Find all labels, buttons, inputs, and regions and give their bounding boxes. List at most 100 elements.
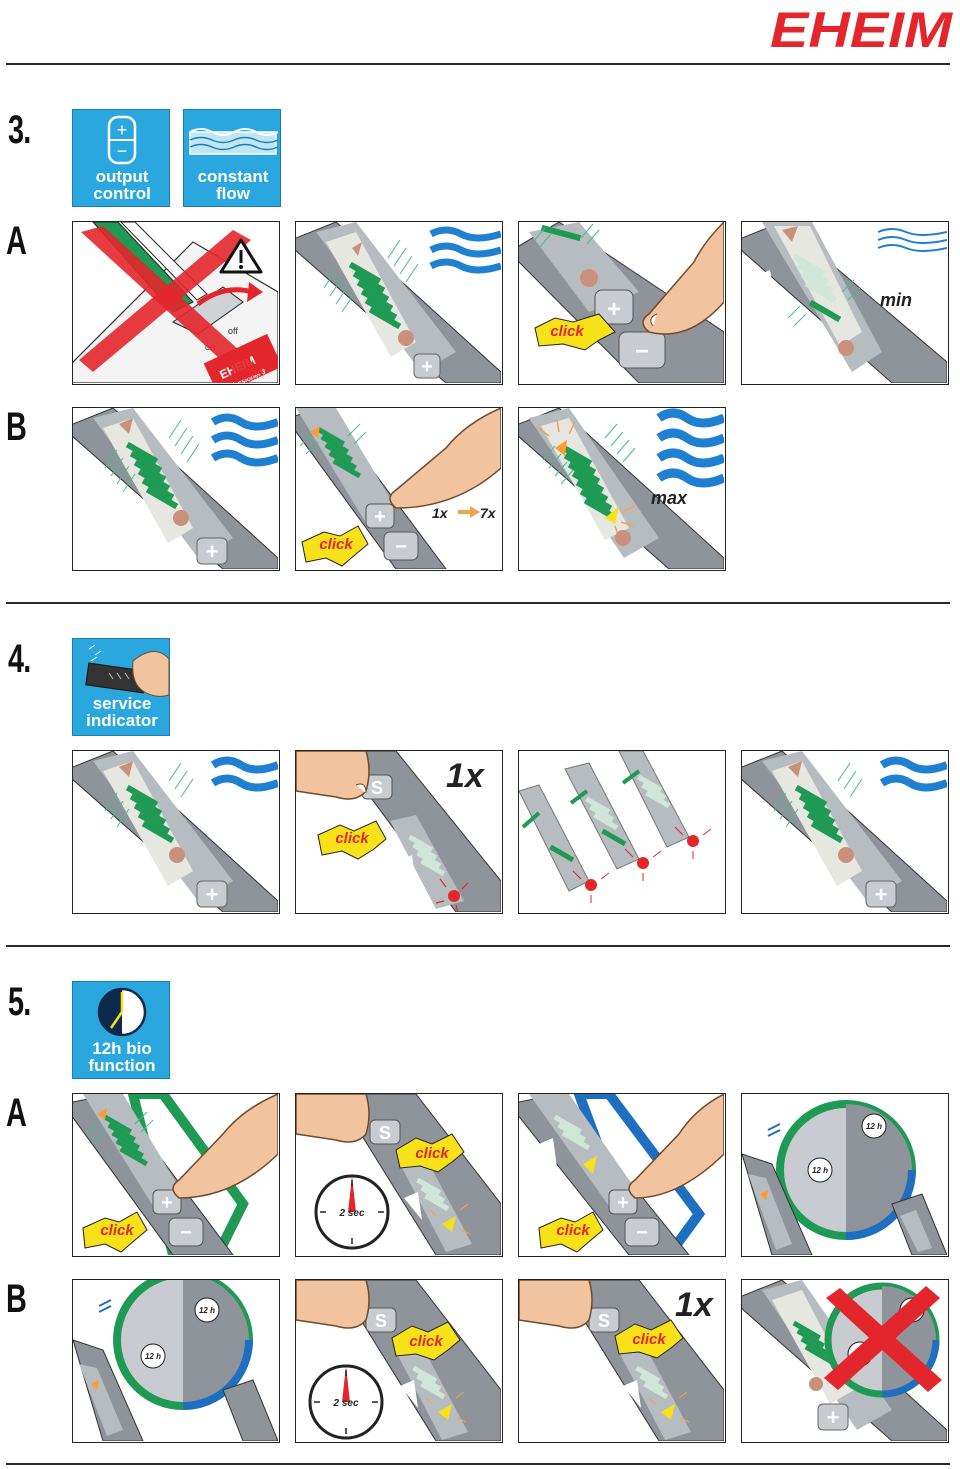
- warning-icon: [219, 238, 263, 274]
- click-label: click: [632, 1331, 666, 1348]
- eheim-logo: EHEIM: [768, 4, 954, 54]
- constant-flow-badge: constant flow: [183, 109, 281, 207]
- twelve-h-label: 12 h: [866, 1122, 882, 1131]
- twelve-h-label: 12 h: [812, 1166, 828, 1175]
- finger-icon: [628, 1094, 724, 1199]
- panel-3a-4: min: [741, 221, 949, 385]
- panel-4-1: +: [72, 750, 280, 914]
- water-wave-icon: [879, 756, 947, 792]
- row-label-3a: A: [6, 219, 27, 263]
- svg-text:−: −: [117, 141, 128, 161]
- click-label: click: [409, 1333, 443, 1350]
- water-wave-icon: [429, 226, 501, 274]
- finger-icon: [642, 222, 724, 335]
- click-burst-icon: [395, 1133, 465, 1173]
- cancel-cross-icon: [824, 1286, 942, 1392]
- water-wave-icon: [210, 413, 278, 467]
- divider: [6, 602, 950, 604]
- min-label: min: [880, 290, 912, 310]
- clock-icon: [97, 987, 147, 1037]
- plus-minus-icon: + −: [107, 115, 137, 165]
- plus-key-label: +: [421, 356, 433, 378]
- panel-3b-3: max: [518, 407, 726, 571]
- twelve-h-label: 12 h: [199, 1306, 215, 1315]
- wave-icon: [189, 128, 279, 155]
- panel-4-4: +: [741, 750, 949, 914]
- finger-icon: [296, 1280, 370, 1329]
- panel-4-2: S click 1x: [295, 750, 503, 914]
- svg-text:+: +: [117, 120, 128, 140]
- svg-text:S: S: [379, 1123, 391, 1143]
- click-burst-icon: [82, 1211, 148, 1253]
- section-5-number: 5.: [8, 980, 31, 1024]
- click-label: click: [415, 1145, 449, 1162]
- clock-12h-icon: 12 h: [194, 1297, 220, 1323]
- divider: [6, 63, 950, 65]
- click-label: click: [556, 1222, 590, 1239]
- click-burst-icon: [538, 1211, 604, 1253]
- badge-label-line2: function: [88, 1056, 156, 1075]
- low-flow-wave-icon: [877, 228, 947, 252]
- panel-5b-3: S click 1x: [518, 1279, 726, 1443]
- row-label-5b: B: [6, 1277, 27, 1321]
- service-led-icon: [448, 890, 460, 902]
- output-control-badge: + − output control: [72, 109, 170, 207]
- switch-off-label: off: [228, 326, 238, 336]
- plus-key-label: +: [206, 882, 219, 907]
- two-sec-label: 2 sec: [332, 1398, 358, 1409]
- click-burst-icon: [317, 820, 387, 860]
- divider: [6, 1463, 950, 1465]
- plus-key-label: +: [161, 1192, 173, 1214]
- panel-3a-2: +: [295, 221, 503, 385]
- panel-3a-3: + − click: [518, 221, 726, 385]
- badge-label-line1: constant: [197, 167, 269, 186]
- once-label: 1x: [446, 757, 486, 795]
- click-burst-icon: [391, 1321, 461, 1361]
- click-label: click: [319, 536, 353, 553]
- finger-icon: [296, 1094, 370, 1143]
- plus-key-label: +: [607, 296, 621, 323]
- panel-5b-1: 12 h 12 h: [72, 1279, 280, 1443]
- finger-icon: [296, 751, 370, 800]
- click-label: click: [100, 1222, 134, 1239]
- badge-label-line2: flow: [216, 184, 250, 203]
- water-wave-icon: [210, 756, 278, 792]
- panel-5a-4: 12 h 12 h: [741, 1093, 949, 1257]
- section-3-number: 3.: [8, 108, 31, 152]
- logo-text: EHEIM: [770, 4, 954, 54]
- badge-label-line1: output: [95, 167, 149, 186]
- plus-key-label: +: [206, 539, 219, 564]
- panel-3a-1: on off EHEIM professionel 3: [72, 221, 280, 385]
- svg-text:S: S: [375, 1311, 387, 1331]
- badge-label-line2: indicator: [86, 711, 158, 730]
- panel-5a-2: S click 2 sec: [295, 1093, 503, 1257]
- max-label: max: [651, 488, 688, 508]
- badge-label-line1: service: [92, 694, 152, 713]
- panel-5b-2: S click 2 sec: [295, 1279, 503, 1443]
- clock-12h-icon: 12 h: [807, 1157, 833, 1183]
- finger-icon: [389, 408, 501, 509]
- click-label: click: [335, 830, 369, 847]
- row-label-3b: B: [6, 405, 27, 449]
- minus-key-label: −: [635, 338, 649, 365]
- water-wave-icon: [656, 408, 724, 488]
- clock-12h-icon: 12 h: [140, 1343, 166, 1369]
- minus-key-label: −: [395, 536, 407, 558]
- two-sec-label: 2 sec: [338, 1208, 364, 1219]
- badge-label-line2: control: [93, 184, 151, 203]
- plus-key-label: +: [617, 1192, 629, 1214]
- click-label: click: [550, 323, 584, 340]
- minus-key-label: −: [636, 1222, 648, 1244]
- arrow-right-icon: [470, 506, 480, 518]
- click-burst-icon: [534, 313, 616, 351]
- stopwatch-icon: 2 sec: [308, 1364, 384, 1440]
- press-count-from: 1x: [432, 505, 449, 521]
- panel-4-3: [518, 750, 726, 914]
- section-4-number: 4.: [8, 637, 31, 681]
- once-label: 1x: [675, 1286, 715, 1324]
- panel-3b-1: +: [72, 407, 280, 571]
- click-burst-icon: [614, 1319, 684, 1359]
- plus-key-label: +: [875, 882, 888, 907]
- twelve-h-label: 12 h: [145, 1352, 161, 1361]
- panel-5a-3: + − click: [518, 1093, 726, 1257]
